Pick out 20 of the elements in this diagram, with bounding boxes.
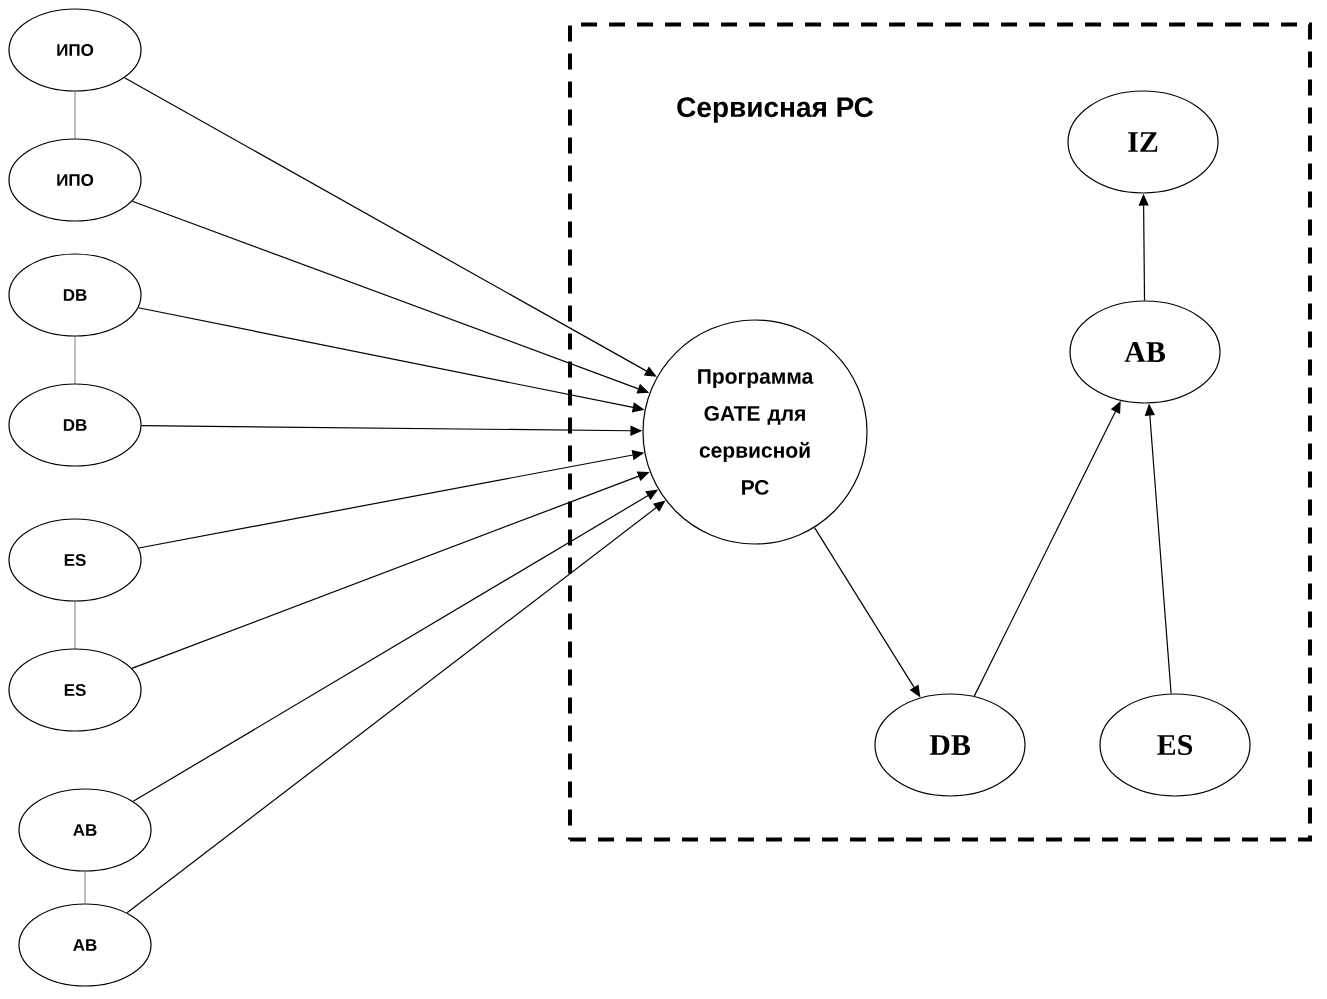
ellipse-node: DB bbox=[8, 253, 142, 337]
ellipse-node: ES bbox=[8, 648, 142, 732]
frame-title: Сервисная РС bbox=[677, 97, 874, 123]
ellipse-node: IZ bbox=[1067, 90, 1219, 194]
circle-node: Программа GATE для сервисной РС bbox=[642, 319, 868, 545]
ellipse-node: DB bbox=[8, 383, 142, 467]
dotted-line bbox=[74, 336, 76, 384]
dotted-line bbox=[74, 601, 76, 649]
dashed-frame bbox=[568, 22, 1312, 842]
dotted-line bbox=[74, 91, 76, 139]
ellipse-node: AB bbox=[18, 788, 152, 872]
ellipse-node: AB bbox=[18, 903, 152, 987]
dotted-line bbox=[84, 871, 86, 904]
ellipse-node: ИПО bbox=[8, 8, 142, 92]
ellipse-node: ИПО bbox=[8, 138, 142, 222]
arrow bbox=[123, 77, 657, 377]
ellipse-node: DB bbox=[874, 693, 1026, 797]
ellipse-node: ES bbox=[1099, 693, 1251, 797]
ellipse-node: AB bbox=[1069, 300, 1221, 404]
ellipse-node: ES bbox=[8, 518, 142, 602]
